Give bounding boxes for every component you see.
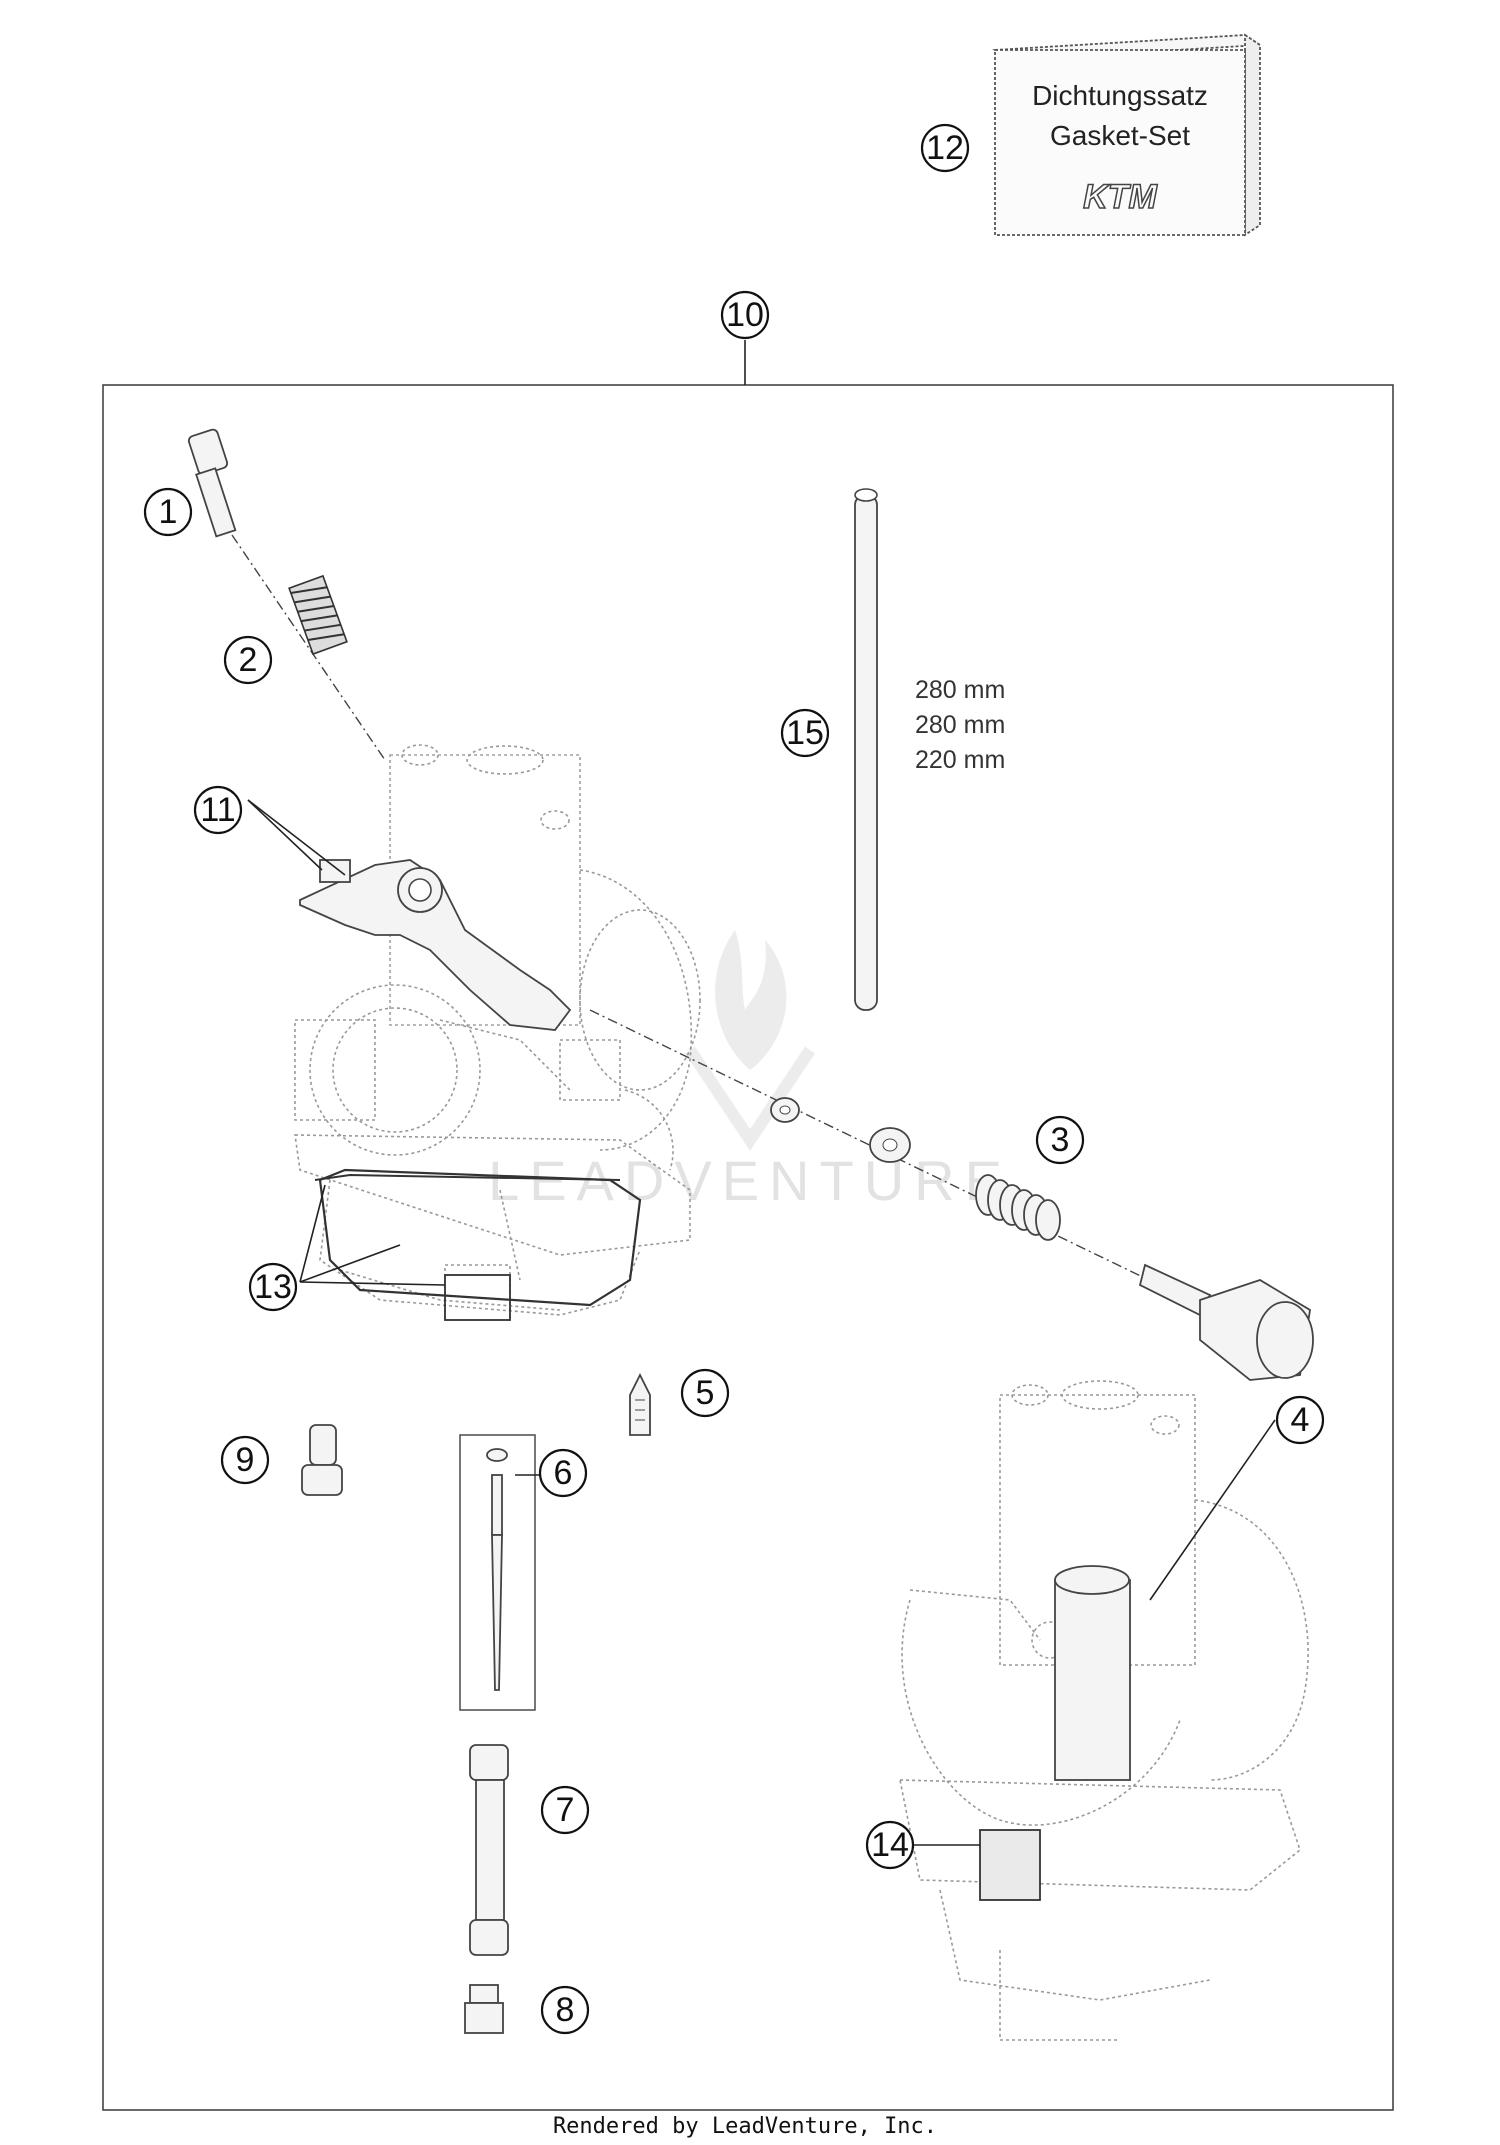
callout-4: 4	[1275, 1395, 1325, 1445]
callout-12: 12	[920, 123, 970, 173]
gasket-box-line1: Dichtungssatz	[1032, 80, 1208, 111]
overflow-tube	[854, 488, 878, 1011]
callout-14: 14	[865, 1820, 915, 1870]
svg-text:9: 9	[236, 1441, 255, 1479]
callout-13: 13	[248, 1262, 298, 1312]
callout-15: 15	[780, 708, 830, 758]
leader-13c	[299, 1281, 446, 1286]
watermark-text: LEADVENTURE	[488, 1149, 1012, 1212]
spring-part-2	[288, 574, 348, 656]
leader-4	[1149, 1419, 1276, 1601]
needle-jet	[469, 1744, 509, 1956]
svg-text:8: 8	[556, 1991, 575, 2029]
callout-8: 8	[540, 1985, 590, 2035]
callout-10: 10	[720, 290, 770, 340]
screw-part	[187, 428, 237, 538]
svg-text:13: 13	[254, 1268, 292, 1306]
callout-9: 9	[220, 1435, 270, 1485]
leader-11b	[247, 799, 323, 871]
callout-3: 3	[1035, 1115, 1085, 1165]
leader-13a	[299, 1184, 326, 1283]
pilot-jet	[301, 1424, 343, 1496]
callout-6: 6	[538, 1448, 588, 1498]
adjust-screw-knob	[1138, 1263, 1314, 1381]
svg-text:2: 2	[239, 641, 258, 679]
svg-text:6: 6	[554, 1454, 573, 1492]
svg-text:3: 3	[1051, 1121, 1070, 1159]
svg-text:4: 4	[1291, 1401, 1310, 1439]
float-bowl-part	[979, 1829, 1041, 1901]
svg-text:10: 10	[726, 296, 764, 334]
axis-line-1	[231, 534, 386, 761]
kit-frame	[102, 384, 1394, 2111]
footer-credit: Rendered by LeadVenture, Inc.	[553, 2114, 937, 2139]
float-part	[1054, 1565, 1131, 1781]
choke-lever	[299, 859, 572, 1031]
watermark: LEADVENTURE	[488, 930, 1012, 1212]
spring-part-3	[975, 1174, 1061, 1241]
callout-1: 1	[143, 487, 193, 537]
float-needle	[629, 1372, 651, 1436]
tube-length-2: 280 mm	[915, 711, 1005, 739]
svg-text:5: 5	[696, 1374, 715, 1412]
svg-text:1: 1	[159, 493, 178, 531]
svg-text:7: 7	[556, 1791, 575, 1829]
washer-large	[869, 1127, 911, 1163]
jet-needle	[459, 1434, 536, 1711]
gasket-box-line2: Gasket-Set	[1050, 120, 1190, 151]
callout-11: 11	[193, 785, 243, 835]
callout-7: 7	[540, 1785, 590, 1835]
washer-small	[770, 1097, 800, 1123]
carburetor-body-lower	[899, 1380, 1309, 2041]
tube-length-3: 220 mm	[915, 746, 1005, 774]
ktm-logo: KTM	[1083, 178, 1157, 216]
callout-5: 5	[680, 1368, 730, 1418]
svg-text:14: 14	[871, 1826, 909, 1864]
carburetor-body-upper	[294, 744, 701, 1316]
main-jet	[464, 1984, 504, 2034]
callout-2: 2	[223, 635, 273, 685]
tube-length-1: 280 mm	[915, 676, 1005, 704]
svg-text:12: 12	[926, 129, 964, 167]
svg-text:11: 11	[200, 791, 235, 829]
float-bowl-gasket	[318, 1168, 642, 1321]
svg-text:15: 15	[786, 714, 824, 752]
leader-13b	[299, 1244, 401, 1283]
leader-11a	[247, 799, 346, 876]
gasket-set-box: Dichtungssatz Gasket-Set KTM	[992, 33, 1263, 237]
